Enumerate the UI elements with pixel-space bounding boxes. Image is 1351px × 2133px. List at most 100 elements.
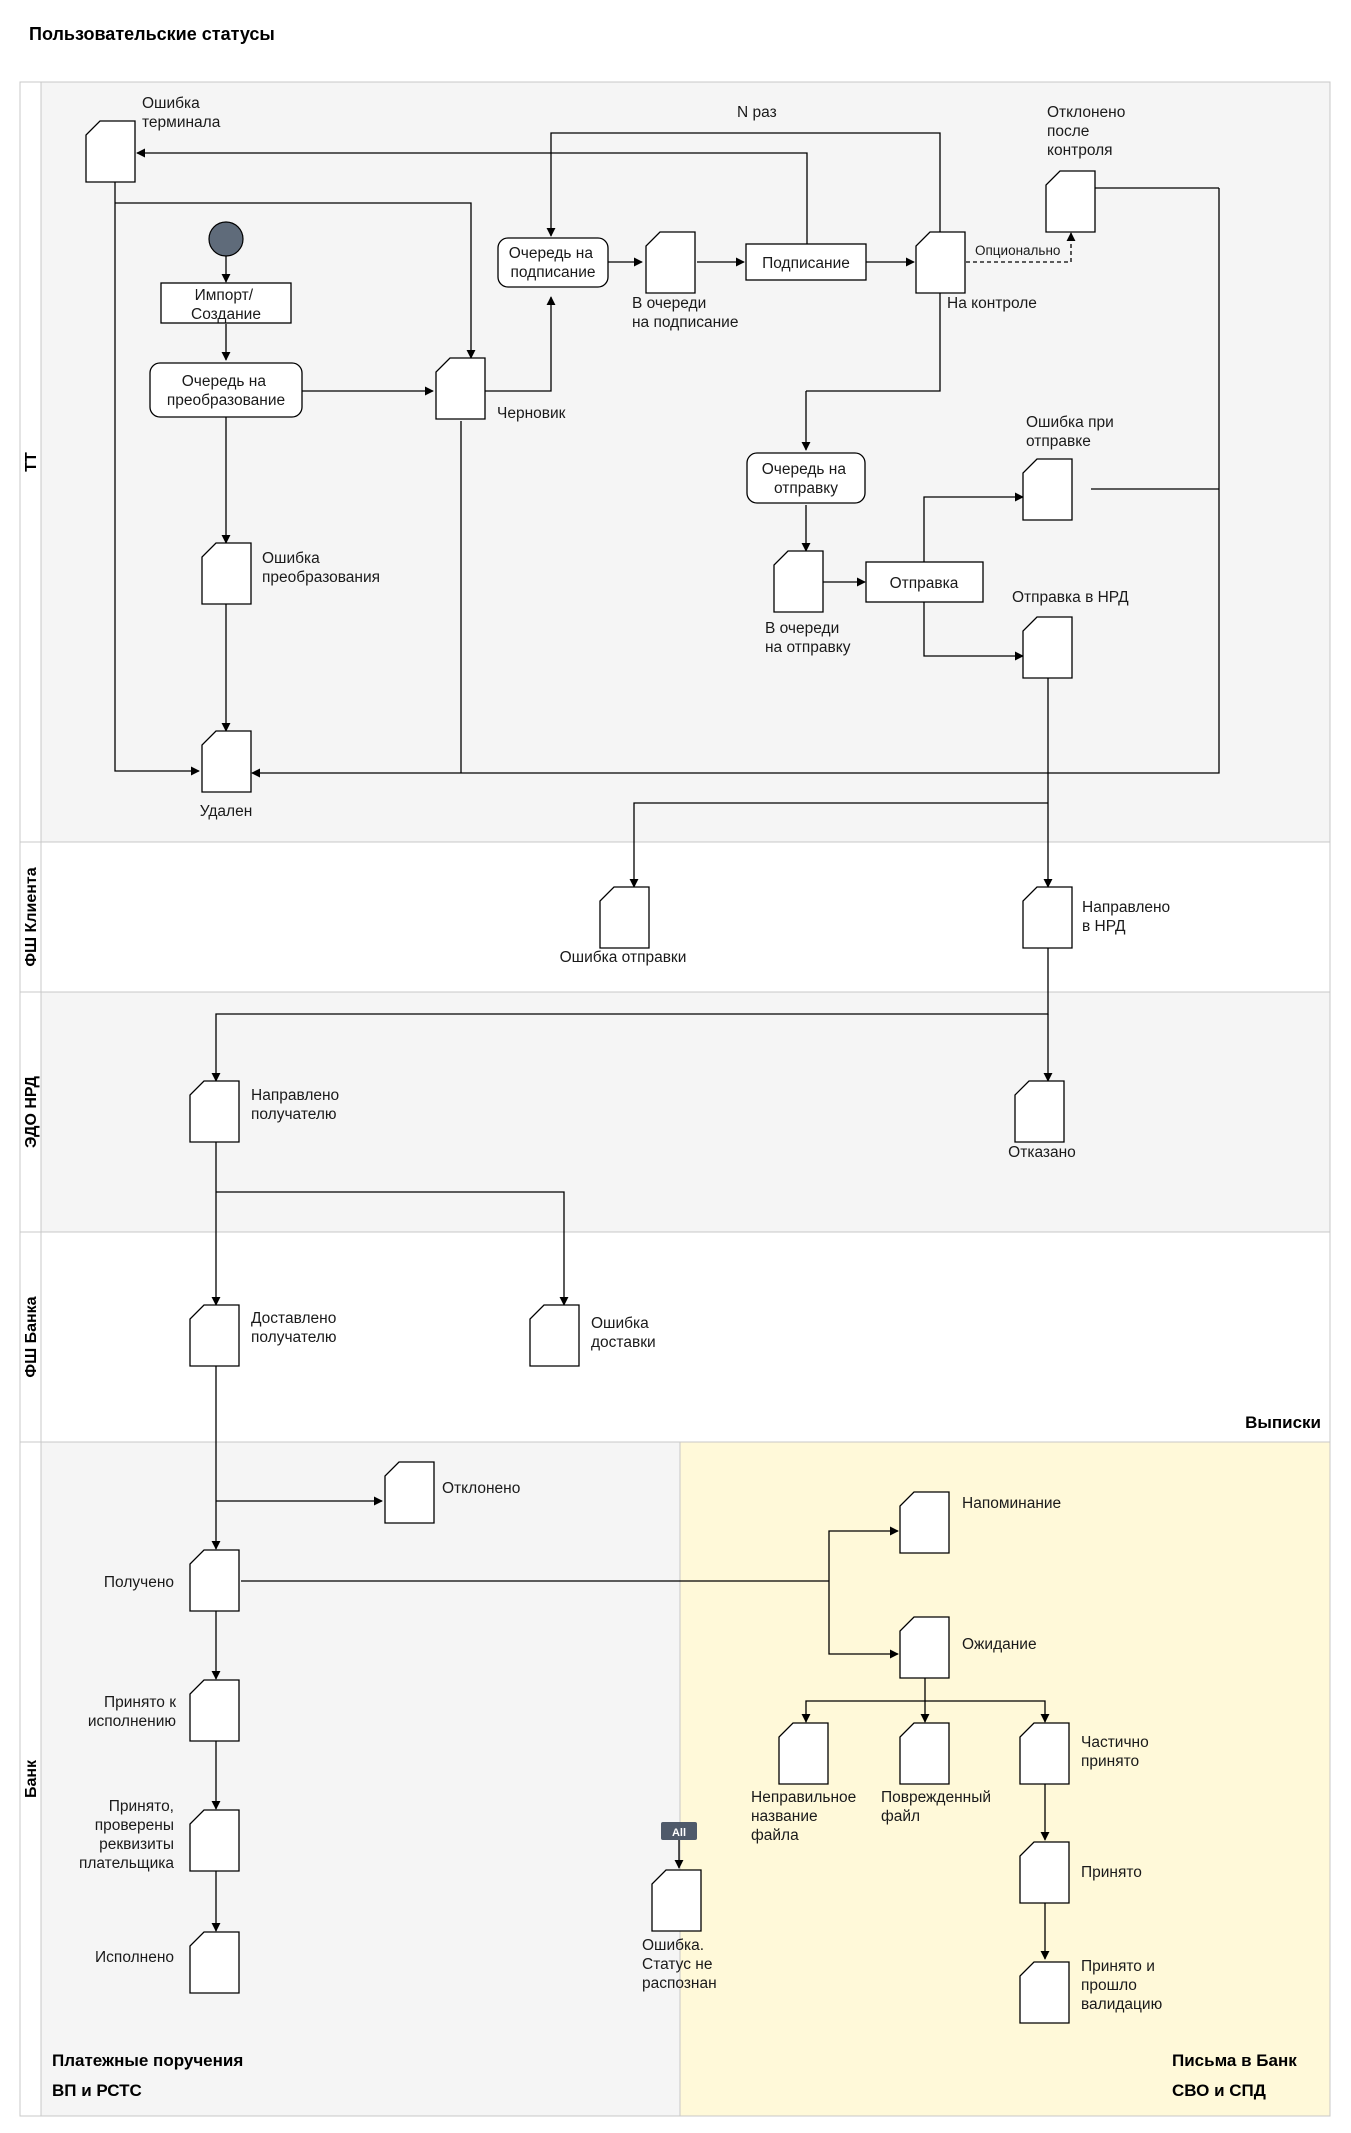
process-queue-convert: Очередь на преобразование — [149, 362, 303, 418]
document-icon — [189, 1931, 240, 1994]
lane-tt-bg — [40, 81, 1331, 843]
document-icon — [1019, 1722, 1070, 1785]
status-label: Отклонено — [442, 1480, 520, 1497]
edge-terminal-error-deleted — [114, 182, 200, 776]
document-icon — [1019, 1841, 1070, 1904]
svg-text:Подписание: Подписание — [762, 255, 850, 272]
status-label: Ошибка отправки — [560, 949, 687, 966]
edge-nrd-send-error — [629, 802, 1048, 888]
edge-label-n-times: N раз — [737, 104, 777, 121]
svg-text:Отправка: Отправка — [890, 575, 959, 592]
document-icon — [1045, 170, 1096, 233]
document-icon — [899, 1616, 950, 1679]
lanes — [19, 81, 1331, 2117]
document-icon — [529, 1304, 580, 1367]
document-icon — [201, 730, 252, 793]
document-icon — [773, 550, 824, 613]
status-refused: Отказано — [1008, 1080, 1076, 1161]
svg-text:Очередь на преобразовани: Очередь на преобразование — [167, 373, 285, 409]
edge-sending-send-error — [923, 492, 1024, 562]
edge-label-optional: Опционально — [975, 243, 1060, 258]
edge-control-optional — [966, 232, 1076, 263]
edge-waiting-children — [801, 1677, 926, 1723]
status-executed: Исполнено — [95, 1931, 240, 1994]
document-icon — [189, 1304, 240, 1367]
all-badge-label: All — [672, 1827, 686, 1839]
svg-text:Очередь на отправку: Очередь на отправку — [762, 461, 851, 497]
lane-fsh-client-bg — [40, 841, 1331, 993]
status-label: Удален — [200, 803, 253, 820]
document-icon — [1022, 616, 1073, 679]
document-icon — [189, 1809, 240, 1872]
svg-text:Очередь на подписание: Очередь на подписание — [509, 245, 598, 281]
lane-label-fsh-bank: ФШ Банка — [23, 1296, 40, 1377]
document-icon — [201, 542, 252, 605]
edge-right-deleted — [251, 188, 1220, 778]
document-icon — [651, 1869, 702, 1932]
status-label: Отказано — [1008, 1144, 1076, 1161]
edge-to-waiting — [828, 1581, 899, 1659]
document-icon — [85, 120, 136, 183]
lane-label-bank: Банк — [23, 1759, 40, 1798]
edge-waiting-partial — [925, 1700, 1050, 1723]
status-on-control: На контроле — [915, 231, 1037, 312]
status-received: Получено — [104, 1549, 240, 1612]
process-import-label: Импорт/ Создание — [191, 287, 261, 323]
lane-label-edo-nrd: ЭДО НРД — [23, 1075, 40, 1147]
document-icon — [1014, 1080, 1065, 1143]
region-label-letters-1: Письма в Банк — [1172, 2051, 1297, 2070]
region-label-payments-1: Платежные поручения — [52, 2051, 243, 2070]
document-icon — [645, 231, 696, 294]
lane-header-bank — [19, 1441, 42, 2117]
lane-label-tt: ТТ — [23, 452, 40, 472]
lane-fsh-bank-bg — [40, 1231, 1331, 1443]
document-icon — [384, 1461, 435, 1524]
edge-control-n-times — [546, 132, 941, 237]
edge-sending-nrd — [923, 602, 1024, 661]
status-label: Получено — [104, 1574, 174, 1591]
document-icon — [599, 886, 650, 949]
document-icon — [189, 1549, 240, 1612]
status-send-error: Ошибка отправки — [560, 886, 687, 966]
document-icon — [915, 231, 966, 294]
document-icon — [899, 1722, 950, 1785]
process-signing: Подписание — [745, 243, 867, 281]
status-label: Принято — [1081, 1864, 1142, 1881]
process-sending: Отправка — [865, 561, 984, 603]
status-label: Ожидание — [962, 1636, 1037, 1653]
region-label-statements: Выписки — [1245, 1413, 1321, 1432]
edge-terminal-error-draft — [115, 202, 476, 359]
document-icon — [435, 357, 486, 420]
all-badge: All — [661, 1822, 697, 1840]
edge-draft-queue-sign — [482, 296, 556, 392]
lane-label-fsh-client: ФШ Клиента — [23, 867, 40, 966]
document-icon — [1022, 886, 1073, 949]
document-icon — [1022, 458, 1073, 521]
